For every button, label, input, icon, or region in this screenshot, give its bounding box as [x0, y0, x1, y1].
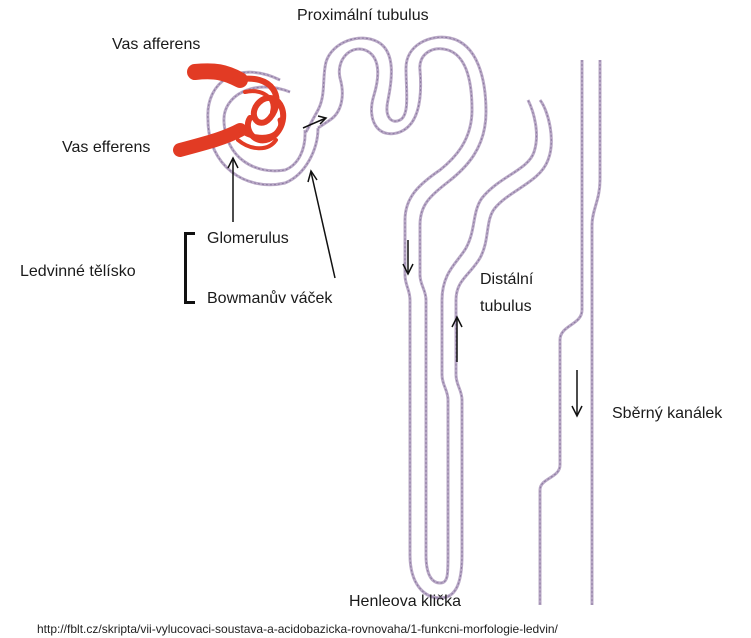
label-proximal-tubulus: Proximální tubulus	[297, 8, 429, 24]
label-distal-line1: Distální	[480, 272, 533, 288]
glomerulus-vessels	[180, 71, 283, 150]
nephron-tubule	[306, 37, 551, 598]
label-vas-afferens: Vas afferens	[112, 37, 200, 53]
source-url: http://fblt.cz/skripta/vii-vylucovaci-so…	[37, 622, 558, 636]
label-collecting-duct: Sběrný kanálek	[612, 406, 722, 422]
label-renal-corpuscle: Ledvinné tělísko	[20, 264, 136, 280]
renal-corpuscle-bracket	[184, 232, 195, 304]
label-henle-loop: Henleova klička	[349, 594, 461, 610]
label-bowman-capsule: Bowmanův váček	[207, 291, 332, 307]
bowman-capsule	[208, 72, 318, 185]
arrow-bowman-pointer	[311, 172, 335, 278]
label-vas-efferens: Vas efferens	[62, 140, 150, 156]
collecting-duct	[540, 60, 600, 605]
label-distal-line2: tubulus	[480, 299, 532, 315]
label-glomerulus: Glomerulus	[207, 231, 289, 247]
